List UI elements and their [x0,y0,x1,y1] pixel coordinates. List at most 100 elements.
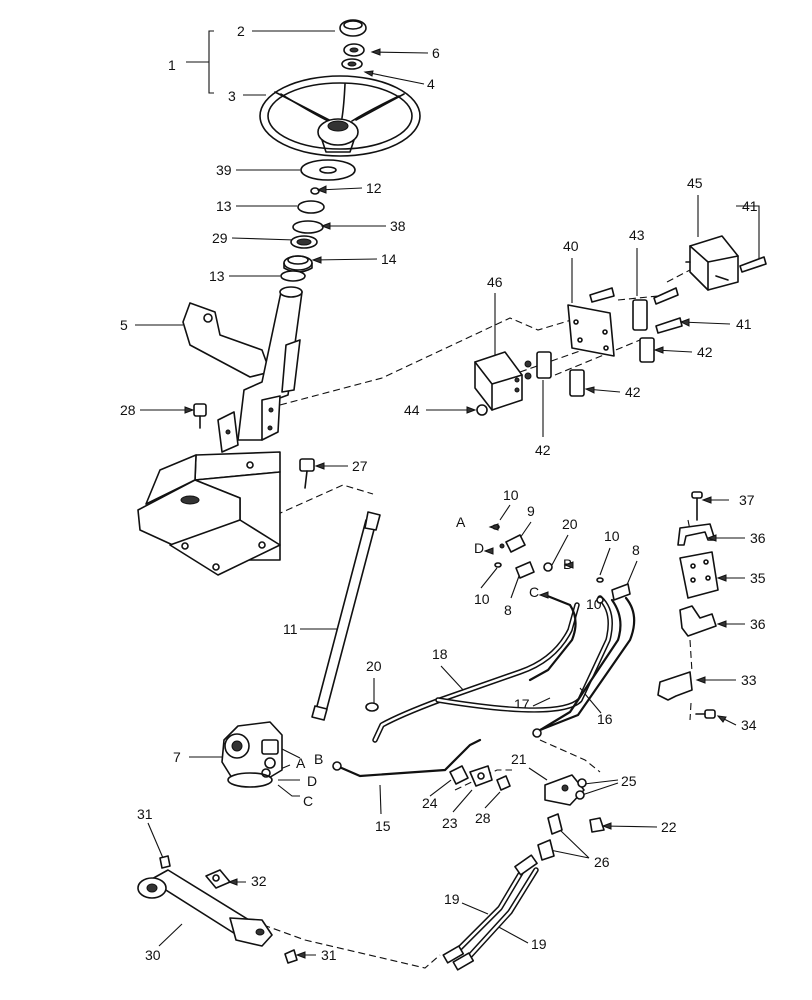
callout-42-mid: 42 [625,384,641,400]
pedestal-base-plate [169,519,281,576]
callout-labels: 1 2 3 6 4 39 12 13 38 29 14 13 5 28 27 1… [120,23,766,963]
clamp-36-upper [677,523,716,546]
dash-bolt-37 [687,519,691,531]
callout-13-upper: 13 [216,198,232,214]
steering-wheel-assembly [259,19,421,282]
callout-10-right: 10 [604,528,620,544]
callout-16: 16 [597,711,613,727]
leader-10-left [480,567,498,589]
bracket-1-2-3 [186,30,214,94]
bolt-27 [299,458,315,489]
dash-shaft-link [275,484,374,516]
hose-18 [372,602,580,743]
callout-C-port: C [529,584,539,600]
fitting-8-right [611,583,631,601]
callout-19-upper: 19 [444,891,460,907]
callout-37: 37 [739,492,755,508]
grease-fitting-31-lower [284,949,298,964]
callout-10-top: 10 [503,487,519,503]
screw-upper-left [589,287,615,303]
bolt-28-upper [193,403,207,429]
callout-8-right: 8 [632,542,640,558]
callout-31-upper: 31 [137,806,153,822]
callout-3: 3 [228,88,236,104]
clamp-36-lower [679,605,717,637]
callout-36-upper: 36 [750,530,766,546]
leader-21 [528,767,548,781]
callout-41-lower: 41 [736,316,752,332]
snap-ring-13-upper [297,200,325,214]
steering-valve-7 [221,721,283,788]
callout-29: 29 [212,230,228,246]
callout-32: 32 [251,873,267,889]
dash-column-to-bracket [279,317,579,406]
leader-18 [440,665,466,693]
callout-27: 27 [352,458,368,474]
dash-clip-link [454,769,512,791]
switch-42-mid [569,369,585,397]
callout-A-port: A [456,514,466,530]
callout-36-lower: 36 [750,616,766,632]
leader-25 [581,779,619,796]
clip-23 [469,765,493,787]
dash-tube-17-link [539,739,601,773]
nut-6 [343,43,365,57]
callout-31-lower: 31 [321,947,337,963]
callout-33: 33 [741,672,757,688]
callout-45: 45 [687,175,703,191]
callout-12: 12 [366,180,382,196]
callout-19-lower: 19 [531,936,547,952]
callout-38: 38 [390,218,406,234]
clamp-block-35 [679,551,719,599]
oring-10-right [596,577,604,583]
cap-nut-2 [339,19,367,37]
callout-28-lower: 28 [475,810,491,826]
leader-15 [379,784,382,815]
leader-20-upper [551,534,569,566]
dash-bracket-bolt [689,702,692,721]
leader-24 [429,779,452,797]
leader-arrowheads [184,48,727,959]
fitting-32 [205,869,231,889]
callout-26: 26 [594,854,610,870]
callout-42-bottom: 42 [535,442,551,458]
washer-20-upper [543,562,553,572]
support-bracket-5 [182,302,271,378]
leader-19-lower [494,924,529,944]
bracket-33 [657,671,693,701]
callout-28-upper: 28 [120,402,136,418]
callout-6: 6 [432,45,440,61]
leader-6 [371,51,429,54]
callout-2: 2 [237,23,245,39]
screw-22 [589,817,605,833]
leader-10-top [499,504,511,521]
switch-42-bottom [536,351,552,379]
callout-14: 14 [381,251,397,267]
valve-port-c [261,768,271,778]
tube-17b [535,598,622,734]
bolt-28-lower [496,775,511,791]
leader-30 [158,923,183,947]
bolt-37 [691,491,703,521]
callout-39: 39 [216,162,232,178]
steering-shaft-11 [311,511,381,721]
callout-44: 44 [404,402,420,418]
washer-4 [341,58,363,70]
switch-bracket-assembly [474,235,767,416]
leader-41-upper [736,205,760,265]
manifold-assembly [449,765,605,861]
switch-42-right [639,337,655,363]
callout-D-port: D [474,540,484,556]
adapter-26 [537,813,563,861]
screw-41-lower [655,317,683,334]
washer-20-lower [365,702,379,712]
steering-column-assembly [137,286,315,576]
callout-42-right: 42 [697,344,713,360]
leader-14 [312,258,378,261]
column-side-plate [281,339,301,393]
shaft-spline-end [364,511,381,531]
bearing-14 [283,255,313,273]
callout-9: 9 [527,503,535,519]
leader-9 [519,521,532,539]
key-12 [310,187,320,195]
